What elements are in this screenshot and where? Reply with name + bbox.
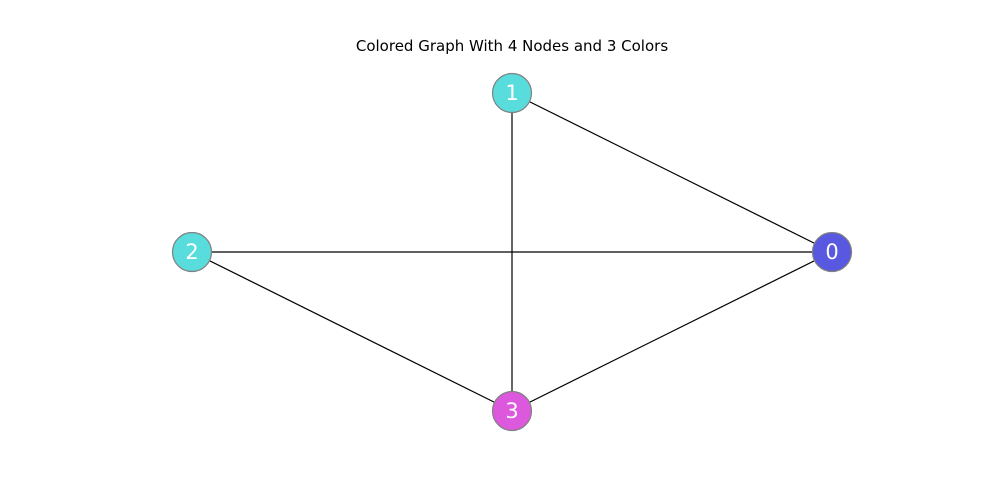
edge-2-3 (191, 251, 513, 412)
node-2: 2 (171, 231, 213, 273)
node-label-3: 3 (505, 399, 518, 423)
node-label-0: 0 (825, 240, 838, 264)
node-label-1: 1 (505, 81, 518, 105)
nodes-layer: 0 1 2 3 (171, 72, 853, 432)
node-circle-3 (491, 390, 533, 432)
node-circle-0 (811, 231, 853, 273)
node-circle-1 (491, 72, 533, 114)
node-3: 3 (491, 390, 533, 432)
node-1: 1 (491, 72, 533, 114)
edge-0-1 (511, 92, 833, 253)
node-0: 0 (811, 231, 853, 273)
edge-0-3 (511, 251, 833, 412)
edges-layer (191, 92, 833, 412)
node-label-2: 2 (185, 240, 198, 264)
graph-title: Colored Graph With 4 Nodes and 3 Colors (355, 37, 669, 55)
node-circle-2 (171, 231, 213, 273)
